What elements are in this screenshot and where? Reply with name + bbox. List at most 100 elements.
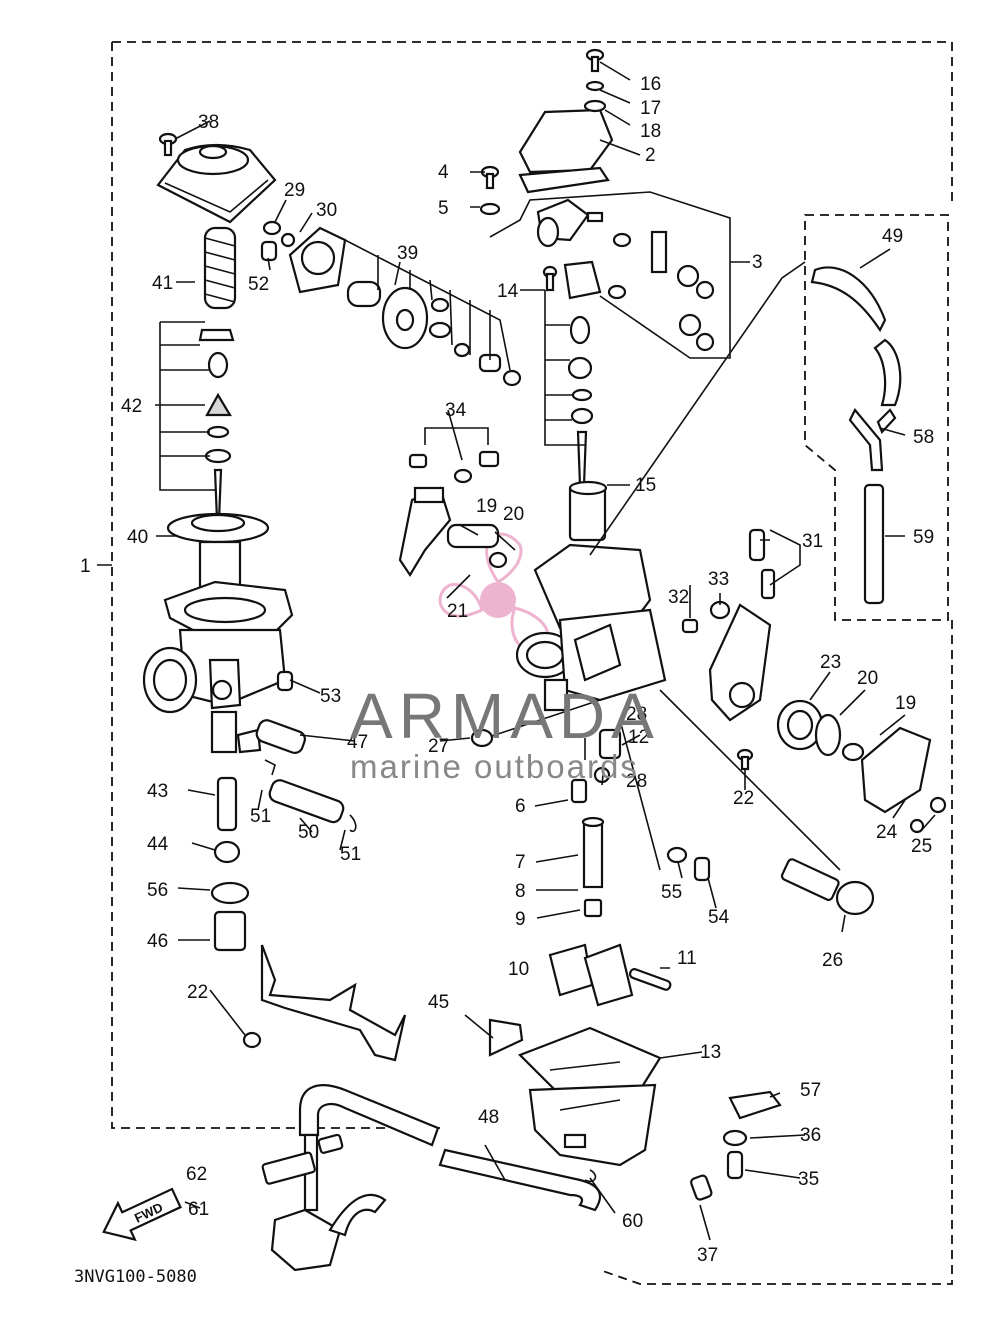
piston-spring xyxy=(203,226,237,310)
callout-2: 2 xyxy=(645,145,656,166)
callout-leaders xyxy=(97,61,936,1241)
cover-screw-stack xyxy=(583,48,607,113)
carburetor-body-left xyxy=(142,580,294,754)
callout-44: 44 xyxy=(147,834,169,855)
callout-26: 26 xyxy=(822,950,843,971)
watermark-tagline: marine outboards xyxy=(350,748,639,785)
callout-28b: 28 xyxy=(626,704,647,725)
callout-6: 6 xyxy=(515,796,526,817)
vent-hose-49 xyxy=(810,266,902,407)
carb-top-cover xyxy=(156,143,277,224)
callout-19b: 19 xyxy=(895,693,916,714)
callout-8: 8 xyxy=(515,881,526,902)
top-cover-screw xyxy=(158,132,178,157)
bracket-31 xyxy=(769,529,801,586)
watermark-logo xyxy=(438,532,550,652)
callout-49: 49 xyxy=(882,226,903,247)
t-joint-58 xyxy=(848,408,897,472)
callout-18: 18 xyxy=(640,121,661,142)
callout-13: 13 xyxy=(700,1042,721,1063)
accelerator-cover xyxy=(260,220,347,294)
callout-19: 19 xyxy=(476,496,497,517)
hose-group-border xyxy=(804,214,949,621)
carburetor-body-center xyxy=(515,543,667,712)
diagram-code: 3NVG100-5080 xyxy=(74,1267,197,1287)
hose-guide-61 xyxy=(270,1133,387,1272)
callout-20b: 20 xyxy=(857,668,878,689)
callout-3: 3 xyxy=(752,252,763,273)
callout-28: 28 xyxy=(626,771,647,792)
choke-bracket xyxy=(708,603,772,722)
screw-4 xyxy=(479,165,501,216)
callout-59: 59 xyxy=(913,527,934,548)
callout-39: 39 xyxy=(397,243,418,264)
bracket-42 xyxy=(159,321,215,491)
screw-22-right xyxy=(736,748,754,771)
choke-spring-lever xyxy=(776,699,947,834)
bracket-34 xyxy=(424,427,489,445)
bracket-3 xyxy=(489,191,731,359)
hose-59 xyxy=(863,483,885,605)
callout-5: 5 xyxy=(438,198,449,219)
callout-54: 54 xyxy=(708,907,730,928)
callout-50: 50 xyxy=(298,822,319,843)
assembly-border xyxy=(111,41,953,1285)
callout-30: 30 xyxy=(316,200,337,221)
throttle-linkage-3 xyxy=(536,198,715,352)
callout-53: 53 xyxy=(320,686,341,707)
callout-11: 11 xyxy=(677,948,697,969)
bracket-14 xyxy=(544,290,585,446)
callout-48: 48 xyxy=(478,1107,499,1128)
callout-labels: 1 2 3 4 5 6 7 8 9 10 11 12 13 14 15 16 1… xyxy=(80,74,934,1266)
mounting-bracket-22 xyxy=(242,944,407,1062)
callout-56: 56 xyxy=(147,880,168,901)
hoses-47-50 xyxy=(255,719,357,833)
callout-24: 24 xyxy=(876,822,898,843)
callout-12: 12 xyxy=(628,727,649,748)
callout-58: 58 xyxy=(913,427,934,448)
callout-9: 9 xyxy=(515,909,526,930)
throttle-cover xyxy=(518,108,614,194)
accelerator-diaphragm-39 xyxy=(346,280,522,387)
callout-15: 15 xyxy=(635,475,656,496)
drain-hose-48 xyxy=(298,1084,602,1212)
callout-45: 45 xyxy=(428,992,449,1013)
callout-60: 60 xyxy=(622,1211,643,1232)
drain-screw-53-55 xyxy=(276,670,711,882)
bracket-39 xyxy=(344,239,511,371)
watermark-brand: ARMADA xyxy=(350,680,660,752)
callout-25: 25 xyxy=(911,836,932,857)
choke-plunger-31 xyxy=(748,528,776,600)
callout-20: 20 xyxy=(503,504,524,525)
callout-21: 21 xyxy=(447,601,468,622)
center-leader-lines xyxy=(479,261,841,871)
callout-22: 22 xyxy=(187,982,208,1003)
needle-stack xyxy=(198,328,235,522)
callout-34: 34 xyxy=(445,400,467,421)
pilot-jet-stack xyxy=(210,776,250,952)
callout-33: 33 xyxy=(708,569,729,590)
callout-37: 37 xyxy=(697,1245,718,1266)
callout-61: 61 xyxy=(188,1199,209,1220)
clip-62 xyxy=(261,1133,344,1185)
callout-31: 31 xyxy=(802,531,823,552)
callout-51b: 51 xyxy=(340,844,361,865)
callout-1: 1 xyxy=(80,556,91,577)
callout-17: 17 xyxy=(640,98,661,119)
callout-57: 57 xyxy=(800,1080,821,1101)
callout-52: 52 xyxy=(248,274,269,295)
screw-32-33 xyxy=(681,600,731,634)
main-jet-stack xyxy=(570,728,622,918)
callout-32: 32 xyxy=(668,587,689,608)
pilot-screw-26 xyxy=(780,858,875,916)
callout-47: 47 xyxy=(347,732,368,753)
callout-41: 41 xyxy=(152,273,173,294)
fwd-arrow-icon: FWD xyxy=(102,1187,182,1242)
throttle-lever xyxy=(398,450,508,578)
throttle-valve-15 xyxy=(568,480,608,542)
float-bowl xyxy=(488,1018,782,1201)
callout-29: 29 xyxy=(284,180,305,201)
callout-35: 35 xyxy=(798,1169,819,1190)
